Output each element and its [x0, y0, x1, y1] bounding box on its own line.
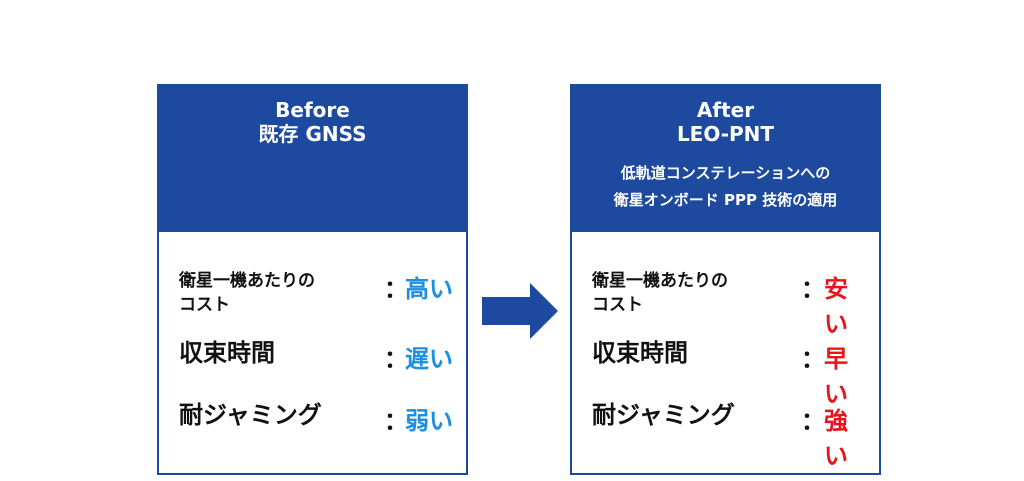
after-description-line1: 低軌道コンステレーションへの: [620, 164, 831, 182]
after-cost-label: 衛星一機あたりの コスト: [592, 269, 728, 317]
after-jamming-value: 強い: [824, 407, 848, 470]
after-header: After LEO-PNT 低軌道コンステレーションへの 衛星オンボード PPP…: [572, 86, 879, 232]
after-description: 低軌道コンステレーションへの 衛星オンボード PPP 技術の適用: [572, 160, 879, 214]
before-jamming-colon: ：: [384, 407, 408, 435]
after-panel: After LEO-PNT 低軌道コンステレーションへの 衛星オンボード PPP…: [570, 84, 881, 475]
before-cost-value: 高い: [405, 275, 453, 303]
before-convergence-value: 遅い: [405, 345, 453, 373]
before-jamming-value: 弱い: [405, 407, 453, 435]
after-convergence-colon: ：: [801, 345, 825, 373]
after-cost-value: 安い: [824, 275, 848, 338]
after-jamming-colon: ：: [801, 407, 825, 435]
before-cost-label-line2: コスト: [179, 295, 230, 315]
before-jamming-label: 耐ジャミング: [179, 401, 322, 429]
before-title: Before: [275, 98, 350, 122]
after-convergence-label: 収束時間: [592, 339, 688, 367]
after-cost-label-line2: コスト: [592, 295, 643, 315]
after-jamming-label: 耐ジャミング: [592, 401, 735, 429]
before-convergence-colon: ：: [384, 345, 408, 373]
after-title: After: [696, 98, 755, 122]
before-convergence-label: 収束時間: [179, 339, 275, 367]
before-panel: Before 既存 GNSS 衛星一機あたりの コスト ： 高い 収束時間 ： …: [157, 84, 468, 475]
before-subtitle: 既存 GNSS: [258, 122, 367, 146]
right-arrow-icon: [482, 283, 558, 339]
before-cost-colon: ：: [384, 275, 408, 303]
after-subtitle: LEO-PNT: [676, 122, 775, 146]
after-description-line2: 衛星オンボード PPP 技術の適用: [613, 191, 838, 209]
after-convergence-value: 早い: [824, 345, 848, 408]
after-cost-label-line1: 衛星一機あたりの: [592, 271, 728, 291]
before-header: Before 既存 GNSS: [159, 86, 466, 232]
before-cost-label-line1: 衛星一機あたりの: [179, 271, 315, 291]
after-cost-colon: ：: [801, 275, 825, 303]
before-cost-label: 衛星一機あたりの コスト: [179, 269, 315, 317]
